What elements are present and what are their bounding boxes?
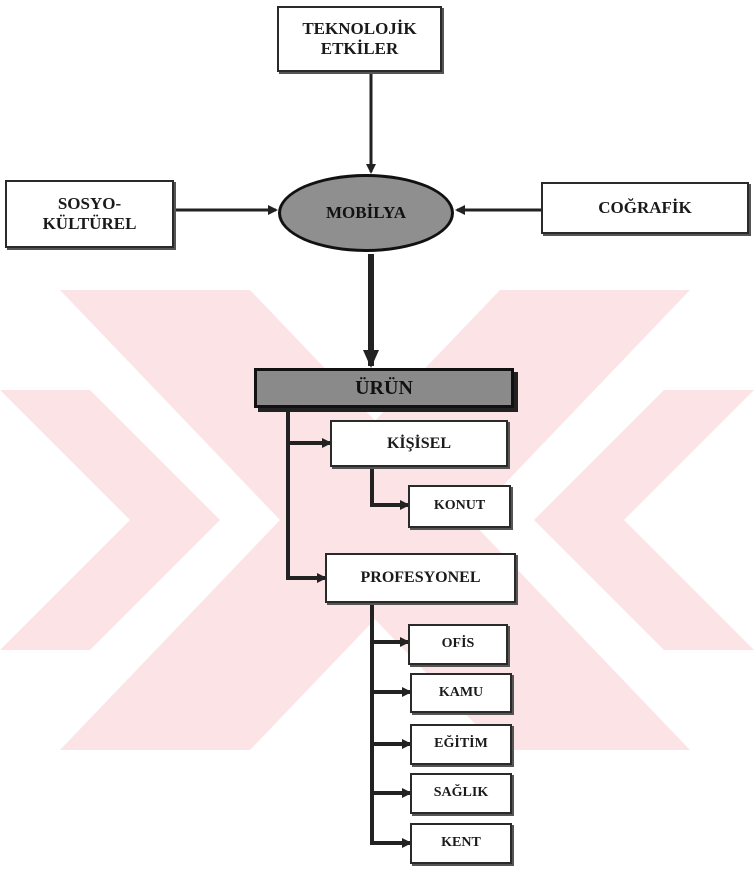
- teknolojik-etkiler-box: TEKNOLOJİK ETKİLER: [277, 6, 442, 72]
- egitim-box: EĞİTİM: [410, 724, 512, 765]
- branch-urun-profesyonel: [286, 443, 327, 583]
- konut-box: KONUT: [408, 485, 511, 528]
- branch-urun-kisisel: [286, 408, 332, 448]
- kamu-box: KAMU: [410, 673, 512, 713]
- mobilya-ellipse: MOBİLYA: [278, 174, 454, 252]
- kisisel-box: KİŞİSEL: [330, 420, 508, 467]
- branch-kisisel-konut: [370, 467, 410, 510]
- sosyo-kulturel-box: SOSYO- KÜLTÜREL: [5, 180, 174, 248]
- kent-box: KENT: [410, 823, 512, 864]
- profesyonel-box: PROFESYONEL: [325, 553, 516, 603]
- cografik-box: COĞRAFİK: [541, 182, 749, 234]
- ofis-box: OFİS: [408, 624, 508, 665]
- saglik-box: SAĞLIK: [410, 773, 512, 814]
- urun-box: ÜRÜN: [254, 368, 514, 408]
